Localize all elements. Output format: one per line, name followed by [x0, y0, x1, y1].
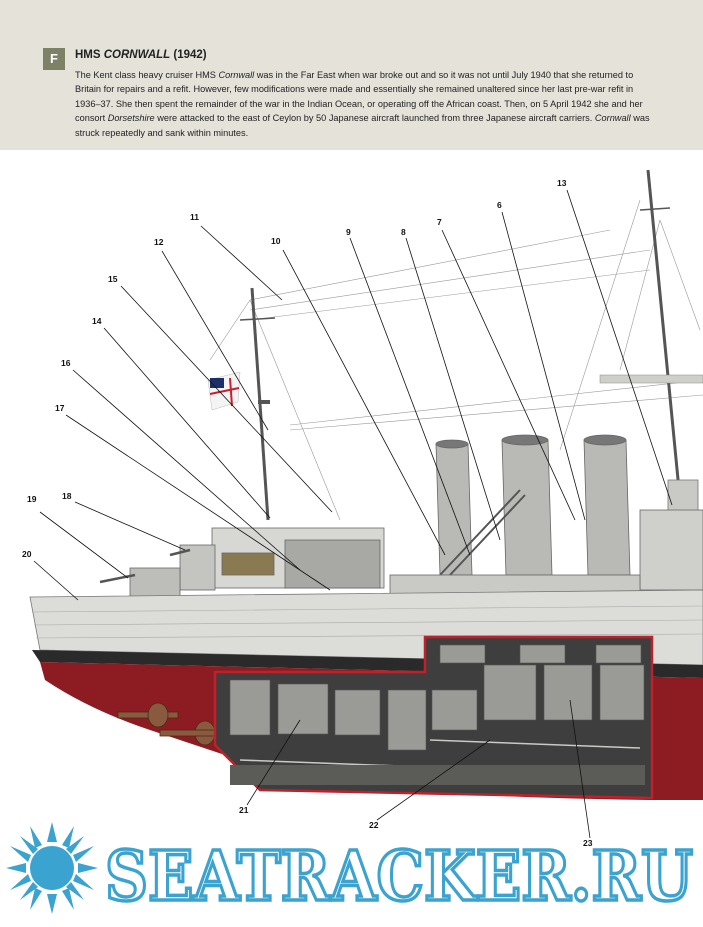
callout-14: 14	[92, 316, 102, 326]
engine-room-cutaway	[213, 635, 654, 800]
callout-7: 7	[437, 217, 442, 227]
caption-ship-2: Dorsetshire	[107, 113, 155, 124]
callout-17: 17	[55, 403, 65, 413]
plate-letter-badge: F	[43, 48, 65, 70]
crane	[439, 489, 526, 576]
callout-9: 9	[346, 227, 351, 237]
callout-12: 12	[154, 237, 164, 247]
callout-15: 15	[108, 274, 118, 284]
callout-23: 23	[583, 838, 593, 848]
callout-13: 13	[557, 178, 567, 188]
callout-6: 6	[497, 200, 502, 210]
callout-11: 11	[190, 212, 199, 222]
caption-text-4: was struck repeatedly and sank within mi…	[75, 113, 650, 138]
fore-mast	[239, 287, 276, 521]
sun-logo-icon	[6, 822, 98, 914]
title-year: (1942)	[170, 49, 207, 61]
plate-header: F HMS CORNWALL (1942) The Kent class hea…	[0, 0, 703, 150]
caption-text-3: were attacked to the east of Ceylon by 5…	[154, 113, 595, 124]
funnels	[435, 434, 631, 576]
white-ensign-flag	[207, 371, 241, 411]
caption-text-1: The Kent class heavy cruiser HMS	[75, 70, 219, 80]
callout-22: 22	[369, 820, 379, 830]
callout-21: 21	[239, 805, 249, 815]
plate-caption: The Kent class heavy cruiser HMS Cornwal…	[75, 68, 660, 140]
callout-18: 18	[62, 491, 72, 501]
plate-title: HMS CORNWALL (1942)	[75, 49, 207, 61]
title-prefix: HMS	[75, 49, 104, 61]
cutaway-illustration	[29, 169, 703, 839]
caption-ship-3: Cornwall	[594, 113, 631, 124]
callout-leader-lines	[33, 189, 673, 839]
callout-8: 8	[401, 227, 406, 237]
hull-plating-lines	[31, 605, 703, 639]
callout-19: 19	[27, 494, 37, 504]
rigging-lines	[209, 199, 703, 521]
watermark: SEATRACKER.RU	[6, 822, 695, 919]
callout-16: 16	[61, 358, 71, 368]
propeller-shafts	[117, 702, 221, 746]
gun-barrels	[99, 548, 191, 584]
callout-20: 20	[22, 549, 32, 559]
callout-10: 10	[271, 236, 281, 246]
watermark-text: SEATRACKER.RU	[105, 837, 693, 917]
caption-ship-1: Cornwall	[218, 70, 255, 80]
superstructure	[129, 509, 703, 597]
title-ship-name: CORNWALL	[103, 49, 171, 61]
caption-text-2: was in the Far East when war broke out a…	[75, 70, 643, 124]
